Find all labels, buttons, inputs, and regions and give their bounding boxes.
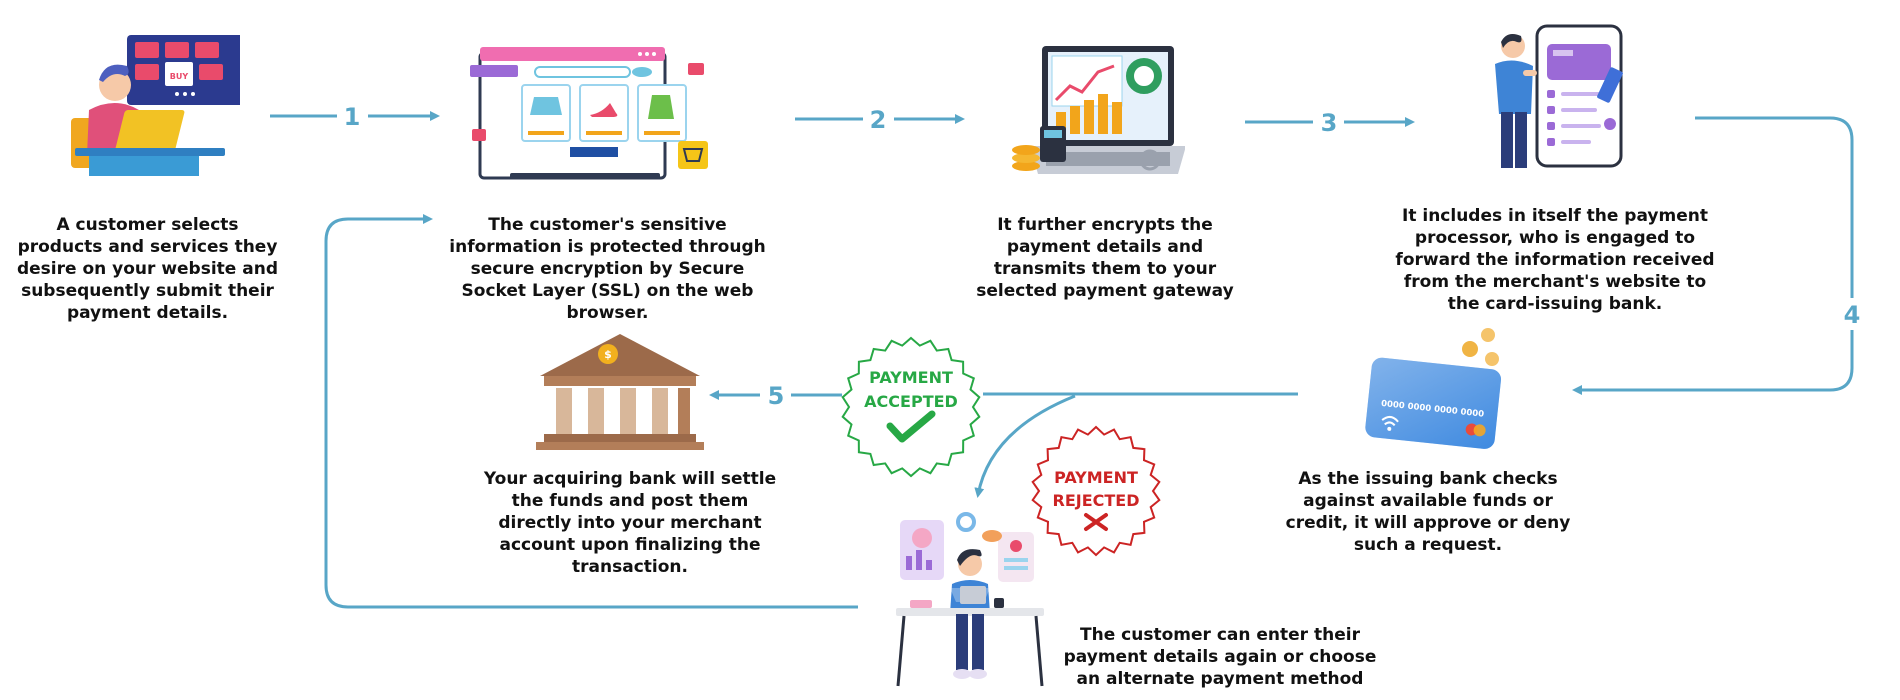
retry-customer-illustration — [896, 512, 1044, 687]
step-3-caption: It further encrypts the payment details … — [976, 215, 1234, 301]
rejected-stamp-line1: PAYMENT — [1054, 468, 1138, 487]
step-2-caption: The customer's sensitive information is … — [449, 215, 766, 323]
accepted-stamp-line1: PAYMENT — [869, 368, 953, 387]
step-number-3: 3 — [1321, 109, 1338, 137]
payment-accepted-stamp: PAYMENT ACCEPTED — [841, 336, 981, 478]
secure-browser-illustration — [470, 47, 708, 180]
accepted-stamp-border — [841, 336, 981, 478]
bank-coin-symbol: $ — [604, 348, 612, 361]
shop-buy-badge: BUY — [170, 72, 189, 81]
step-number-4: 4 — [1844, 301, 1861, 329]
payment-rejected-stamp: PAYMENT REJECTED — [1031, 425, 1161, 557]
cross-icon — [1084, 513, 1108, 531]
retry-loop-arrow — [324, 214, 858, 609]
step-1-caption: A customer selects products and services… — [16, 215, 278, 323]
credit-card-illustration: 0000 0000 0000 0000 — [1365, 328, 1502, 449]
arrow-4-upper — [1695, 116, 1854, 298]
customer-shopping-illustration: BUY — [71, 35, 240, 176]
acquiring-bank-caption: Your acquiring bank will settle the fund… — [483, 469, 777, 577]
accepted-stamp-line2: ACCEPTED — [864, 392, 958, 411]
step-number-5: 5 — [768, 382, 785, 410]
payment-gateway-laptop-illustration — [1012, 46, 1185, 174]
rejected-curve-arrow — [974, 394, 1076, 498]
step-number-2: 2 — [870, 106, 887, 134]
step-5-caption: As the issuing bank checks against avail… — [1285, 469, 1571, 555]
check-icon — [886, 410, 936, 443]
step-4-caption: It includes in itself the payment proces… — [1395, 206, 1715, 314]
retry-caption: The customer can enter their payment det… — [1063, 625, 1377, 689]
rejected-stamp-border — [1031, 425, 1161, 557]
arrow-4-lower — [1572, 330, 1854, 395]
acquiring-bank-illustration: $ — [536, 334, 704, 450]
rejected-stamp-line2: REJECTED — [1053, 491, 1140, 510]
payment-processor-phone-illustration — [1495, 24, 1623, 168]
step-number-1: 1 — [344, 103, 361, 131]
